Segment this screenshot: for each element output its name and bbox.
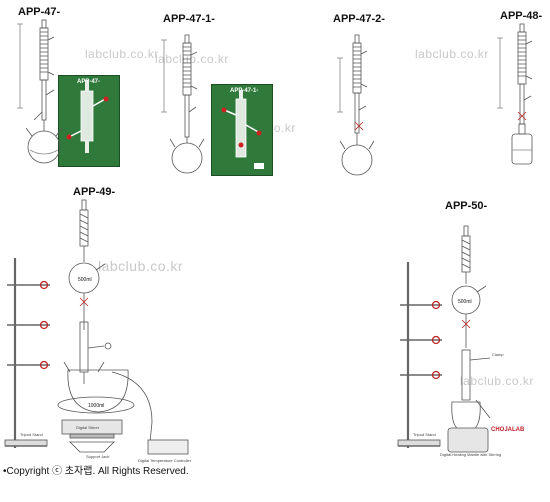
tripod-stand-label: Tripod Stand bbox=[413, 432, 436, 437]
title-app-49: APP-49- bbox=[73, 186, 116, 198]
tripod-stand-label: Tripod Stand bbox=[20, 432, 43, 437]
app-49-apparatus bbox=[57, 199, 189, 455]
title-app-47: APP-47- bbox=[18, 6, 61, 18]
app-50-stand bbox=[397, 262, 442, 448]
temp-controller-label: Digital Temperature Controller bbox=[138, 458, 192, 463]
watermark: labclub.co.kr bbox=[98, 258, 184, 274]
copyright-footer: •Copyright ⓒ 초자랩. All Rights Reserved. bbox=[3, 466, 189, 477]
chojalab-logo: CHOJALAB bbox=[491, 427, 525, 433]
app-47-2-apparatus bbox=[337, 34, 375, 176]
apparatus-photo-drawing bbox=[66, 80, 109, 153]
heating-mantle-label: Digital Heating Mantle with Stirring bbox=[440, 452, 501, 457]
app-48-apparatus bbox=[497, 23, 533, 165]
product-photo-app-47-1: APP-47-1- bbox=[211, 84, 273, 176]
title-app-47-1: APP-47-1- bbox=[163, 13, 215, 25]
digital-stirrer-label: Digital Stirrer bbox=[76, 425, 100, 430]
app-47-1-apparatus bbox=[161, 34, 205, 174]
app-50-apparatus bbox=[447, 225, 491, 453]
apparatus-photo-drawing bbox=[221, 90, 264, 169]
title-app-48: APP-48- bbox=[500, 10, 543, 22]
title-app-50: APP-50- bbox=[445, 200, 488, 212]
watermark: labclub.co.kr bbox=[155, 52, 229, 66]
photo-label: APP-47-1- bbox=[230, 88, 259, 94]
watermark: labclub.co.kr bbox=[460, 374, 534, 388]
support-jack-label: Support Jack bbox=[86, 454, 109, 459]
product-photo-app-47: APP-47- bbox=[58, 75, 120, 167]
app-47-apparatus bbox=[17, 19, 63, 164]
app-49-stand bbox=[4, 258, 50, 448]
clamp-label: Clamp bbox=[492, 352, 504, 357]
flask-500-label: 500ml bbox=[78, 277, 92, 283]
watermark: labclub.co.kr bbox=[415, 47, 489, 61]
title-app-47-2: APP-47-2- bbox=[333, 13, 385, 25]
flask-1000-label: 1000ml bbox=[88, 403, 104, 409]
watermark: labclub.co.kr bbox=[85, 47, 159, 61]
flask-500-label: 500ml bbox=[458, 299, 472, 305]
